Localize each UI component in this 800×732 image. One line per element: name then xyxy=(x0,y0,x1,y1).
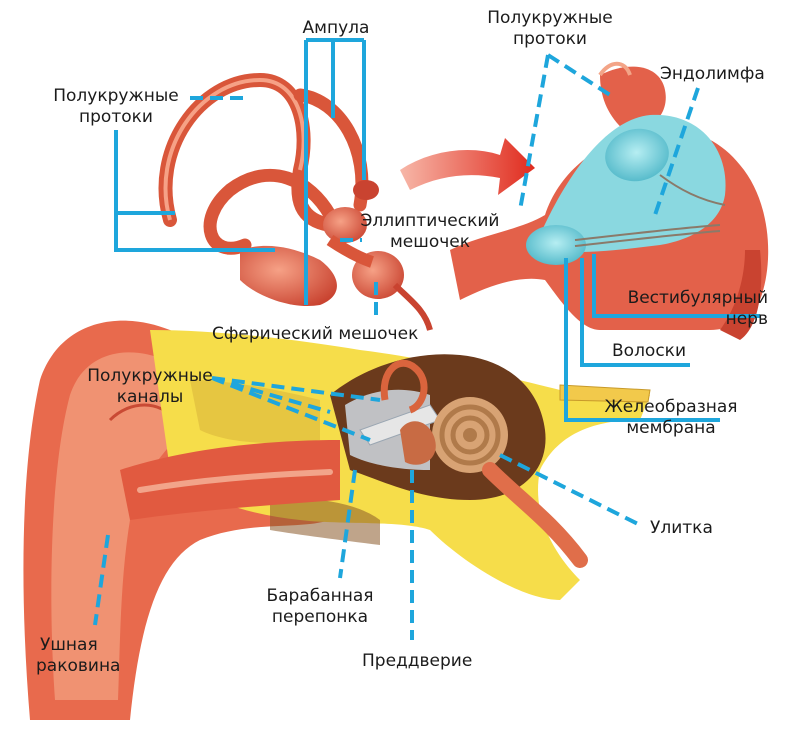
leader-canals-top xyxy=(518,53,612,211)
label-vestibule: Преддверие xyxy=(362,651,473,671)
leader-cochlea xyxy=(499,453,641,527)
leader-ampula xyxy=(304,38,366,305)
label-canals-left-line1: Полукружные xyxy=(53,86,179,106)
leader-semicircular-canals xyxy=(211,376,381,442)
ear-canal xyxy=(120,440,340,520)
label-eardrum: Барабанная перепонка xyxy=(250,586,390,628)
label-canals-left: Полукружные протоки xyxy=(46,86,186,128)
semicircular-canals-enlarged xyxy=(158,72,433,331)
label-utricle-line1: Эллиптический xyxy=(360,211,500,231)
label-semicircular-canals: Полукружные каналы xyxy=(80,366,220,408)
label-saccule: Сферический мешочек xyxy=(212,324,419,344)
label-ampula: Ампула xyxy=(302,18,370,38)
label-vestibular-nerve-line2: нерв xyxy=(725,309,768,329)
label-gel-membrane: Желеобразная мембрана xyxy=(596,397,746,439)
magnification-arrow xyxy=(400,138,535,195)
leader-canals-left xyxy=(114,130,275,252)
label-canals-top: Полукружные протоки xyxy=(480,8,620,50)
label-utricle-line2: мешочек xyxy=(389,232,470,252)
label-canals-top-line1: Полукружные xyxy=(487,8,613,28)
leader-eardrum xyxy=(338,469,357,579)
label-auricle: Ушная раковина xyxy=(36,635,120,677)
label-cochlea: Улитка xyxy=(650,518,713,538)
leader-auricle xyxy=(93,534,110,626)
leader-gel-membrane xyxy=(564,258,720,422)
label-canals-top-line2: протоки xyxy=(513,29,587,49)
label-auricle-line2: раковина xyxy=(36,656,121,676)
label-canals-left-line2: протоки xyxy=(79,107,153,127)
label-gel-membrane-line1: Желеобразная xyxy=(604,397,738,417)
label-eardrum-line2: перепонка xyxy=(271,607,369,627)
label-eardrum-line1: Барабанная xyxy=(266,586,374,606)
label-vestibular-nerve-line1: Вестибулярный xyxy=(627,288,768,308)
leader-endolymph xyxy=(653,87,700,216)
leader-hairs xyxy=(580,258,690,367)
label-semicircular-canals-line2: каналы xyxy=(116,387,184,407)
middle-ear xyxy=(330,354,588,568)
label-hairs: Волоски xyxy=(612,341,686,361)
label-endolymph: Эндолимфа xyxy=(660,64,765,84)
label-vestibular-nerve: Вестибулярный нерв xyxy=(612,288,768,330)
label-gel-membrane-line2: мембрана xyxy=(626,418,716,438)
leader-vestibular-nerve xyxy=(592,254,760,318)
label-semicircular-canals-line1: Полукружные xyxy=(87,366,213,386)
leader-lines xyxy=(93,38,760,640)
label-utricle: Эллиптический мешочек xyxy=(355,211,505,253)
label-auricle-line1: Ушная xyxy=(40,635,98,655)
